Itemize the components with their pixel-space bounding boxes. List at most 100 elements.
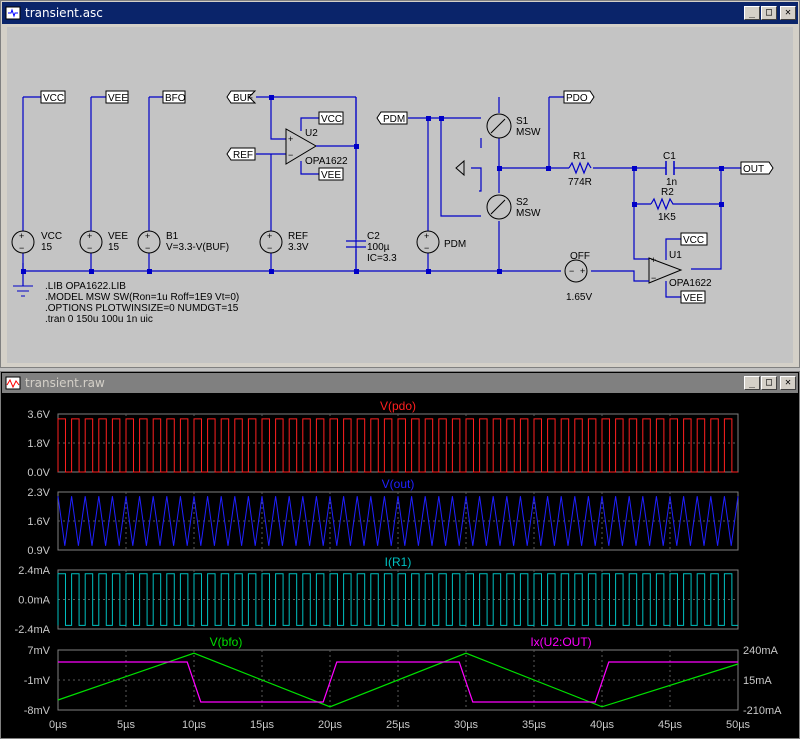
x-tick-label: 20µs [318, 719, 343, 731]
schematic-window: transient.asc _ □ ✕ [0, 0, 800, 368]
net-label-bfo: BFO [165, 93, 186, 104]
spice-directive-tran[interactable]: .tran 0 150u 100u 1n uic [45, 314, 153, 325]
svg-text:−: − [145, 243, 150, 253]
svg-text:+: + [87, 231, 92, 241]
net-label-ref: REF [233, 150, 253, 161]
close-button[interactable]: ✕ [780, 6, 796, 20]
maximize-button[interactable]: □ [761, 6, 777, 20]
svg-text:−: − [19, 243, 24, 253]
u1-name: U1 [669, 250, 682, 261]
svg-text:+: + [288, 134, 293, 144]
trace-Ix(U2:OUT) [58, 661, 738, 703]
trace-I(R1) [57, 573, 738, 626]
x-tick-label: 35µs [522, 719, 547, 731]
trace-V(pdo) [57, 418, 738, 473]
svg-text:+: + [267, 231, 272, 241]
s2-name: S2 [516, 197, 529, 208]
svg-text:+: + [19, 231, 24, 241]
svg-text:+: + [580, 266, 585, 276]
vee-source-value: 15 [108, 242, 120, 253]
y-tick-label: 7mV [27, 645, 50, 657]
y-tick-label: 1.8V [27, 438, 50, 450]
off-source-name: OFF [570, 251, 590, 262]
y-tick-label: 2.3V [27, 487, 50, 499]
trace-title: V(bfo) [210, 635, 243, 649]
maximize-button[interactable]: □ [761, 376, 777, 390]
svg-text:−: − [267, 243, 272, 253]
y2-tick-label: -210mA [743, 705, 782, 717]
y2-tick-label: 240mA [743, 645, 779, 657]
minimize-button[interactable]: _ [744, 6, 760, 20]
spice-directive-lib[interactable]: .LIB OPA1622.LIB [45, 281, 126, 292]
spice-directive-options[interactable]: .OPTIONS PLOTWINSIZE=0 NUMDGT=15 [45, 303, 239, 314]
svg-text:+: + [145, 231, 150, 241]
b1-name: B1 [166, 231, 179, 242]
spice-directive-model[interactable]: .MODEL MSW SW(Ron=1u Roff=1E9 Vt=0) [45, 292, 239, 303]
r1-value: 774R [568, 177, 592, 188]
net-label-u2-vee: VEE [321, 170, 341, 181]
x-tick-label: 25µs [386, 719, 411, 731]
svg-text:−: − [288, 150, 293, 160]
svg-text:−: − [569, 266, 574, 276]
c2-ic: IC=3.3 [367, 253, 397, 264]
c2-name: C2 [367, 231, 380, 242]
trace-title: Ix(U2:OUT) [530, 635, 591, 649]
schematic-icon [5, 6, 21, 20]
u2-name: U2 [305, 128, 318, 139]
trace-title: V(out) [382, 477, 415, 491]
u1-value: OPA1622 [669, 278, 712, 289]
waveform-icon [5, 376, 21, 390]
trace-title: V(pdo) [380, 399, 416, 413]
schematic-title: transient.asc [25, 6, 103, 20]
x-tick-label: 5µs [117, 719, 135, 731]
vee-source-name: VEE [108, 231, 128, 242]
vcc-source-name: VCC [41, 231, 62, 242]
x-tick-label: 15µs [250, 719, 275, 731]
svg-text:−: − [424, 243, 429, 253]
r2-value: 1K5 [658, 212, 676, 223]
minimize-button[interactable]: _ [744, 376, 760, 390]
y-tick-label: -1mV [24, 675, 51, 687]
r2-name: R2 [661, 187, 674, 198]
close-button[interactable]: ✕ [780, 376, 796, 390]
x-tick-label: 30µs [454, 719, 479, 731]
net-label-u2-vcc: VCC [321, 114, 342, 125]
schematic-canvas[interactable]: +− +− +− +− +− −+ +− +− VCC VEE BFO BUF … [7, 27, 793, 363]
trace-V(bfo) [57, 652, 739, 708]
x-tick-label: 0µs [49, 719, 67, 731]
trace-V(out) [57, 496, 739, 546]
y-tick-label: -2.4mA [15, 624, 51, 636]
b1-value: V=3.3-V(BUF) [166, 242, 229, 253]
svg-text:+: + [651, 255, 656, 265]
waveform-plot-area[interactable]: 3.6V1.8V0.0VV(pdo)2.3V1.6V0.9VV(out)2.4m… [1, 394, 799, 738]
svg-text:−: − [87, 243, 92, 253]
y-tick-label: 0.0mA [18, 595, 50, 607]
ref-source-value: 3.3V [288, 242, 309, 253]
r1-name: R1 [573, 151, 586, 162]
net-label-vcc: VCC [43, 93, 64, 104]
y-tick-label: 0.0V [27, 467, 50, 479]
waveform-window: transient.raw _ □ ✕ 3.6V 1.8V 0.0V V(pdo) 2.… [0, 371, 800, 739]
off-source-value: 1.65V [566, 292, 592, 303]
trace-title: I(R1) [385, 555, 412, 569]
schematic-titlebar[interactable]: transient.asc _ □ ✕ [2, 2, 798, 24]
c2-value: 100µ [367, 242, 390, 253]
net-label-buf: BUF [233, 93, 253, 104]
y2-tick-label: 15mA [743, 675, 772, 687]
waveform-titlebar[interactable]: transient.raw _ □ ✕ [2, 373, 798, 393]
net-label-u1-vee: VEE [683, 293, 703, 304]
x-tick-label: 10µs [182, 719, 207, 731]
x-tick-label: 40µs [590, 719, 615, 731]
net-label-u1-vcc: VCC [683, 235, 704, 246]
c1-value: 1n [666, 177, 677, 188]
net-label-out: OUT [743, 164, 764, 175]
c1-name: C1 [663, 151, 676, 162]
svg-text:+: + [424, 231, 429, 241]
waveform-title: transient.raw [25, 376, 105, 390]
y-tick-label: 3.6V [27, 409, 50, 421]
x-tick-label: 50µs [726, 719, 751, 731]
s1-name: S1 [516, 116, 529, 127]
y-tick-label: 2.4mA [18, 565, 50, 577]
net-label-vee: VEE [108, 93, 128, 104]
u2-value: OPA1622 [305, 156, 348, 167]
